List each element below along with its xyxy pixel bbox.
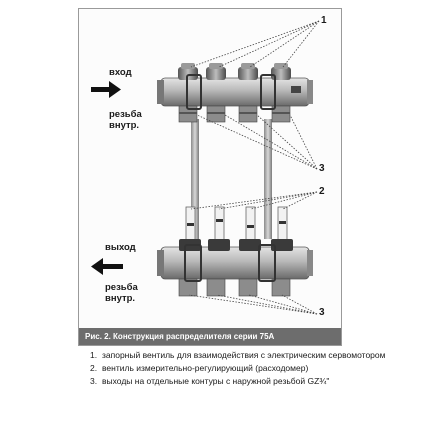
legend-number: 3. [90, 376, 98, 386]
outlet-arrow [91, 258, 123, 275]
return-brackets [184, 244, 276, 282]
inlet-arrow [91, 81, 121, 98]
legend-item: 3. выходы на отдельные контуры с наружно… [90, 376, 430, 387]
return-manifold [157, 239, 313, 280]
shutoff-valve-caps [178, 63, 291, 80]
flowmeter-tubes [185, 206, 288, 242]
inlet-thread-label: резьба внутр. [109, 109, 142, 131]
legend-number: 1. [90, 350, 98, 360]
support-rod-right [264, 119, 272, 239]
legend-number: 2. [90, 363, 98, 373]
legend-list: 1. запорный вентиль для взаимодействия с… [90, 350, 430, 389]
outlet-thread-label: резьба внутр. [105, 282, 138, 304]
legend-text: вентиль измерительно-регулирующий (расхо… [102, 363, 309, 373]
legend-item: 2. вентиль измерительно-регулирующий (ра… [90, 363, 430, 374]
callout-2: 2 [319, 186, 325, 197]
callout-3-upper: 3 [319, 163, 325, 174]
supply-brackets [186, 74, 276, 110]
legend-item: 1. запорный вентиль для взаимодействия с… [90, 350, 430, 361]
outlet-label: выход [105, 242, 136, 253]
callout-3-lower: 3 [319, 307, 325, 318]
inlet-label: вход [109, 67, 132, 78]
legend-text: запорный вентиль для взаимодействия с эл… [102, 350, 386, 360]
return-outlet-fittings [178, 278, 291, 297]
figure-caption: Рис. 2. Конструкция распределителя серии… [79, 328, 341, 345]
manifold-illustration [91, 20, 320, 315]
support-rod-left [191, 119, 199, 239]
callout-leaders [188, 20, 320, 315]
legend-text: выходы на отдельные контуры с наружной р… [102, 376, 330, 386]
figure-panel: вход резьба внутр. выход резьба внутр. 1… [78, 8, 342, 346]
callout-1: 1 [321, 15, 327, 26]
supply-manifold [157, 77, 313, 107]
